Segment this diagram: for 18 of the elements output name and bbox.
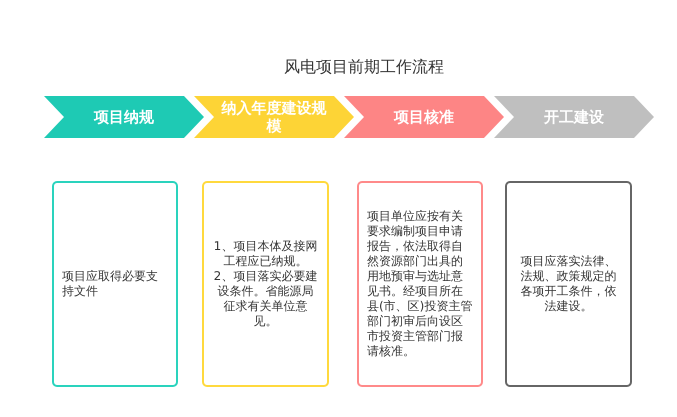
step-label: 纳入年度建设规模 bbox=[220, 99, 328, 135]
description-card bbox=[52, 181, 178, 387]
description-text: 项目单位应按有关要求编制项目申请报告，依法取得自然资源部门出具的用地预审与选址意见书。经项目所在县(市、区)投资主管部门初审后向设区市投资主管部门报请核准。 bbox=[367, 209, 473, 359]
step-label: 项目纳规 bbox=[92, 108, 155, 126]
chevron-step bbox=[494, 96, 654, 138]
diagram-title: 风电项目前期工作流程 bbox=[284, 57, 444, 78]
chevron-step bbox=[344, 96, 504, 138]
description-card bbox=[202, 181, 329, 387]
step-label: 项目核准 bbox=[392, 108, 455, 126]
description-text: 项目应取得必要支持文件 bbox=[62, 269, 159, 299]
description-card bbox=[505, 181, 632, 387]
description-text: 2、项目落实必要建设条件。省能源局征求有关单位意见。 bbox=[212, 269, 318, 329]
chevron-step bbox=[194, 96, 354, 138]
description-text: 项目应落实法律、法规、政策规定的各项开工条件，依法建设。 bbox=[520, 254, 618, 314]
description-text: 1、项目本体及接网工程应已纳规。 bbox=[212, 239, 318, 269]
step-label: 开工建设 bbox=[542, 108, 605, 126]
description-card bbox=[357, 181, 483, 387]
chevron-step bbox=[44, 96, 204, 138]
